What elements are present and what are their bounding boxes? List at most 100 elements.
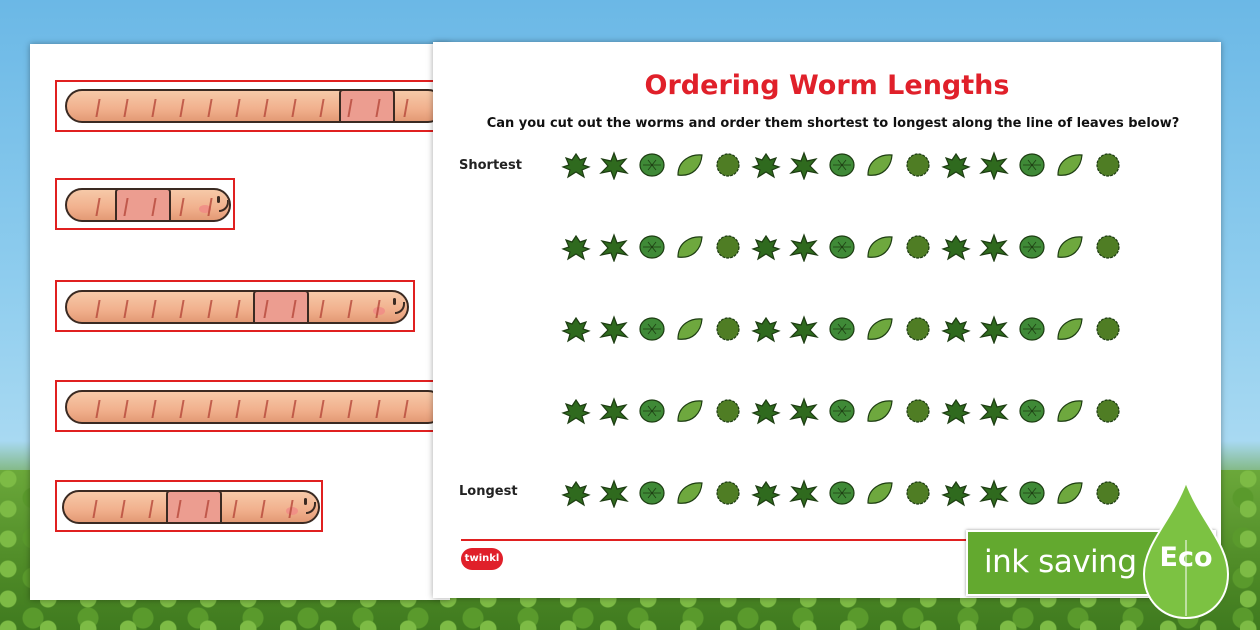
worm-segment: [291, 99, 297, 117]
leaf-icon: [1057, 318, 1083, 340]
leaf-icon: [716, 481, 740, 505]
leaf-icon: [751, 152, 781, 179]
row-label-shortest: Shortest: [459, 158, 522, 173]
leaf-icon: [979, 151, 1009, 180]
leaf-icon: [1057, 400, 1083, 422]
worm-segment: [92, 500, 98, 518]
leaf-icon: [1057, 154, 1083, 176]
leaf-icon: [867, 236, 893, 258]
leaf-row-3: [559, 314, 1139, 344]
leaf-icon: [789, 233, 819, 262]
worm-segment: [148, 500, 154, 518]
leaf-icon: [1096, 153, 1120, 177]
leaf-icon: [1096, 235, 1120, 259]
leaf-icon: [677, 482, 703, 504]
worm-segment: [123, 400, 129, 418]
worm-segment: [403, 400, 409, 418]
worm-segment: [179, 99, 185, 117]
worm-segment: [151, 400, 157, 418]
leaf-row-2: [559, 232, 1139, 262]
leaf-icon: [1019, 399, 1045, 423]
leaf-icon: [789, 315, 819, 344]
worksheet-page: Ordering Worm Lengths Can you cut out th…: [433, 42, 1221, 598]
worm-cutout-5[interactable]: [55, 480, 323, 532]
worm-cutout-4[interactable]: [55, 380, 445, 432]
leaf-icon: [639, 399, 665, 423]
worm-1: [65, 89, 445, 123]
worm-segment: [232, 500, 238, 518]
worm-segment: [260, 500, 266, 518]
leaf-icon: [1057, 482, 1083, 504]
worm-segment: [95, 198, 101, 216]
leaf-icon: [677, 154, 703, 176]
leaf-icon: [789, 151, 819, 180]
ink-saving-text: ink saving: [984, 544, 1137, 580]
leaf-icon: [716, 153, 740, 177]
leaf-row-5: [559, 478, 1139, 508]
leaf-icon: [941, 480, 971, 507]
worm-cutout-1[interactable]: [55, 80, 445, 132]
leaf-icon: [979, 233, 1009, 262]
worm-segment: [319, 400, 325, 418]
leaf-icon: [906, 317, 930, 341]
leaf-icon: [867, 400, 893, 422]
worm-segment: [263, 400, 269, 418]
leaf-icon: [639, 153, 665, 177]
eco-drop-icon: [1142, 480, 1230, 620]
leaf-icon: [789, 479, 819, 508]
leaf-icon: [561, 152, 591, 179]
worm-5: [62, 490, 320, 524]
leaf-icon: [599, 479, 629, 508]
leaf-icon: [867, 482, 893, 504]
leaf-icon: [1019, 317, 1045, 341]
leaf-icon: [1019, 153, 1045, 177]
twinkl-logo: twinkl: [461, 548, 503, 570]
worm-cutout-3[interactable]: [55, 280, 415, 332]
worm-segment: [120, 500, 126, 518]
leaf-icon: [906, 481, 930, 505]
leaf-icon: [867, 318, 893, 340]
worm-segment: [347, 300, 353, 318]
leaf-icon: [906, 235, 930, 259]
leaf-icon: [599, 233, 629, 262]
worm-segment: [291, 400, 297, 418]
worm-segment: [179, 400, 185, 418]
leaf-icon: [941, 234, 971, 261]
worm-segment: [207, 198, 213, 216]
worksheet-instruction: Can you cut out the worms and order them…: [486, 116, 1180, 131]
leaf-icon: [789, 397, 819, 426]
worm-2: [65, 188, 231, 222]
worm-segment: [319, 99, 325, 117]
worm-segment: [151, 300, 157, 318]
leaf-icon: [599, 397, 629, 426]
worm-segment: [207, 99, 213, 117]
leaf-icon: [639, 235, 665, 259]
leaf-icon: [979, 315, 1009, 344]
worm-4: [65, 390, 445, 424]
leaf-icon: [829, 153, 855, 177]
eco-label: Eco: [1159, 542, 1213, 573]
leaf-icon: [979, 397, 1009, 426]
leaf-icon: [677, 400, 703, 422]
leaf-icon: [941, 316, 971, 343]
worm-segment: [263, 99, 269, 117]
leaf-icon: [561, 316, 591, 343]
leaf-icon: [829, 481, 855, 505]
leaf-row-1: [559, 150, 1139, 180]
row-label-longest: Longest: [459, 484, 518, 499]
worm-segment: [151, 99, 157, 117]
leaf-icon: [1019, 235, 1045, 259]
leaf-icon: [906, 399, 930, 423]
worm-segment: [347, 400, 353, 418]
leaf-icon: [561, 234, 591, 261]
footer-divider: [461, 539, 1201, 541]
worm-cutout-2[interactable]: [55, 178, 235, 230]
leaf-icon: [599, 315, 629, 344]
leaf-icon: [1057, 236, 1083, 258]
leaf-icon: [751, 398, 781, 425]
leaf-icon: [906, 153, 930, 177]
worm-segment: [235, 300, 241, 318]
worm-segment: [179, 300, 185, 318]
worm-segment: [375, 400, 381, 418]
worm-segment: [319, 300, 325, 318]
